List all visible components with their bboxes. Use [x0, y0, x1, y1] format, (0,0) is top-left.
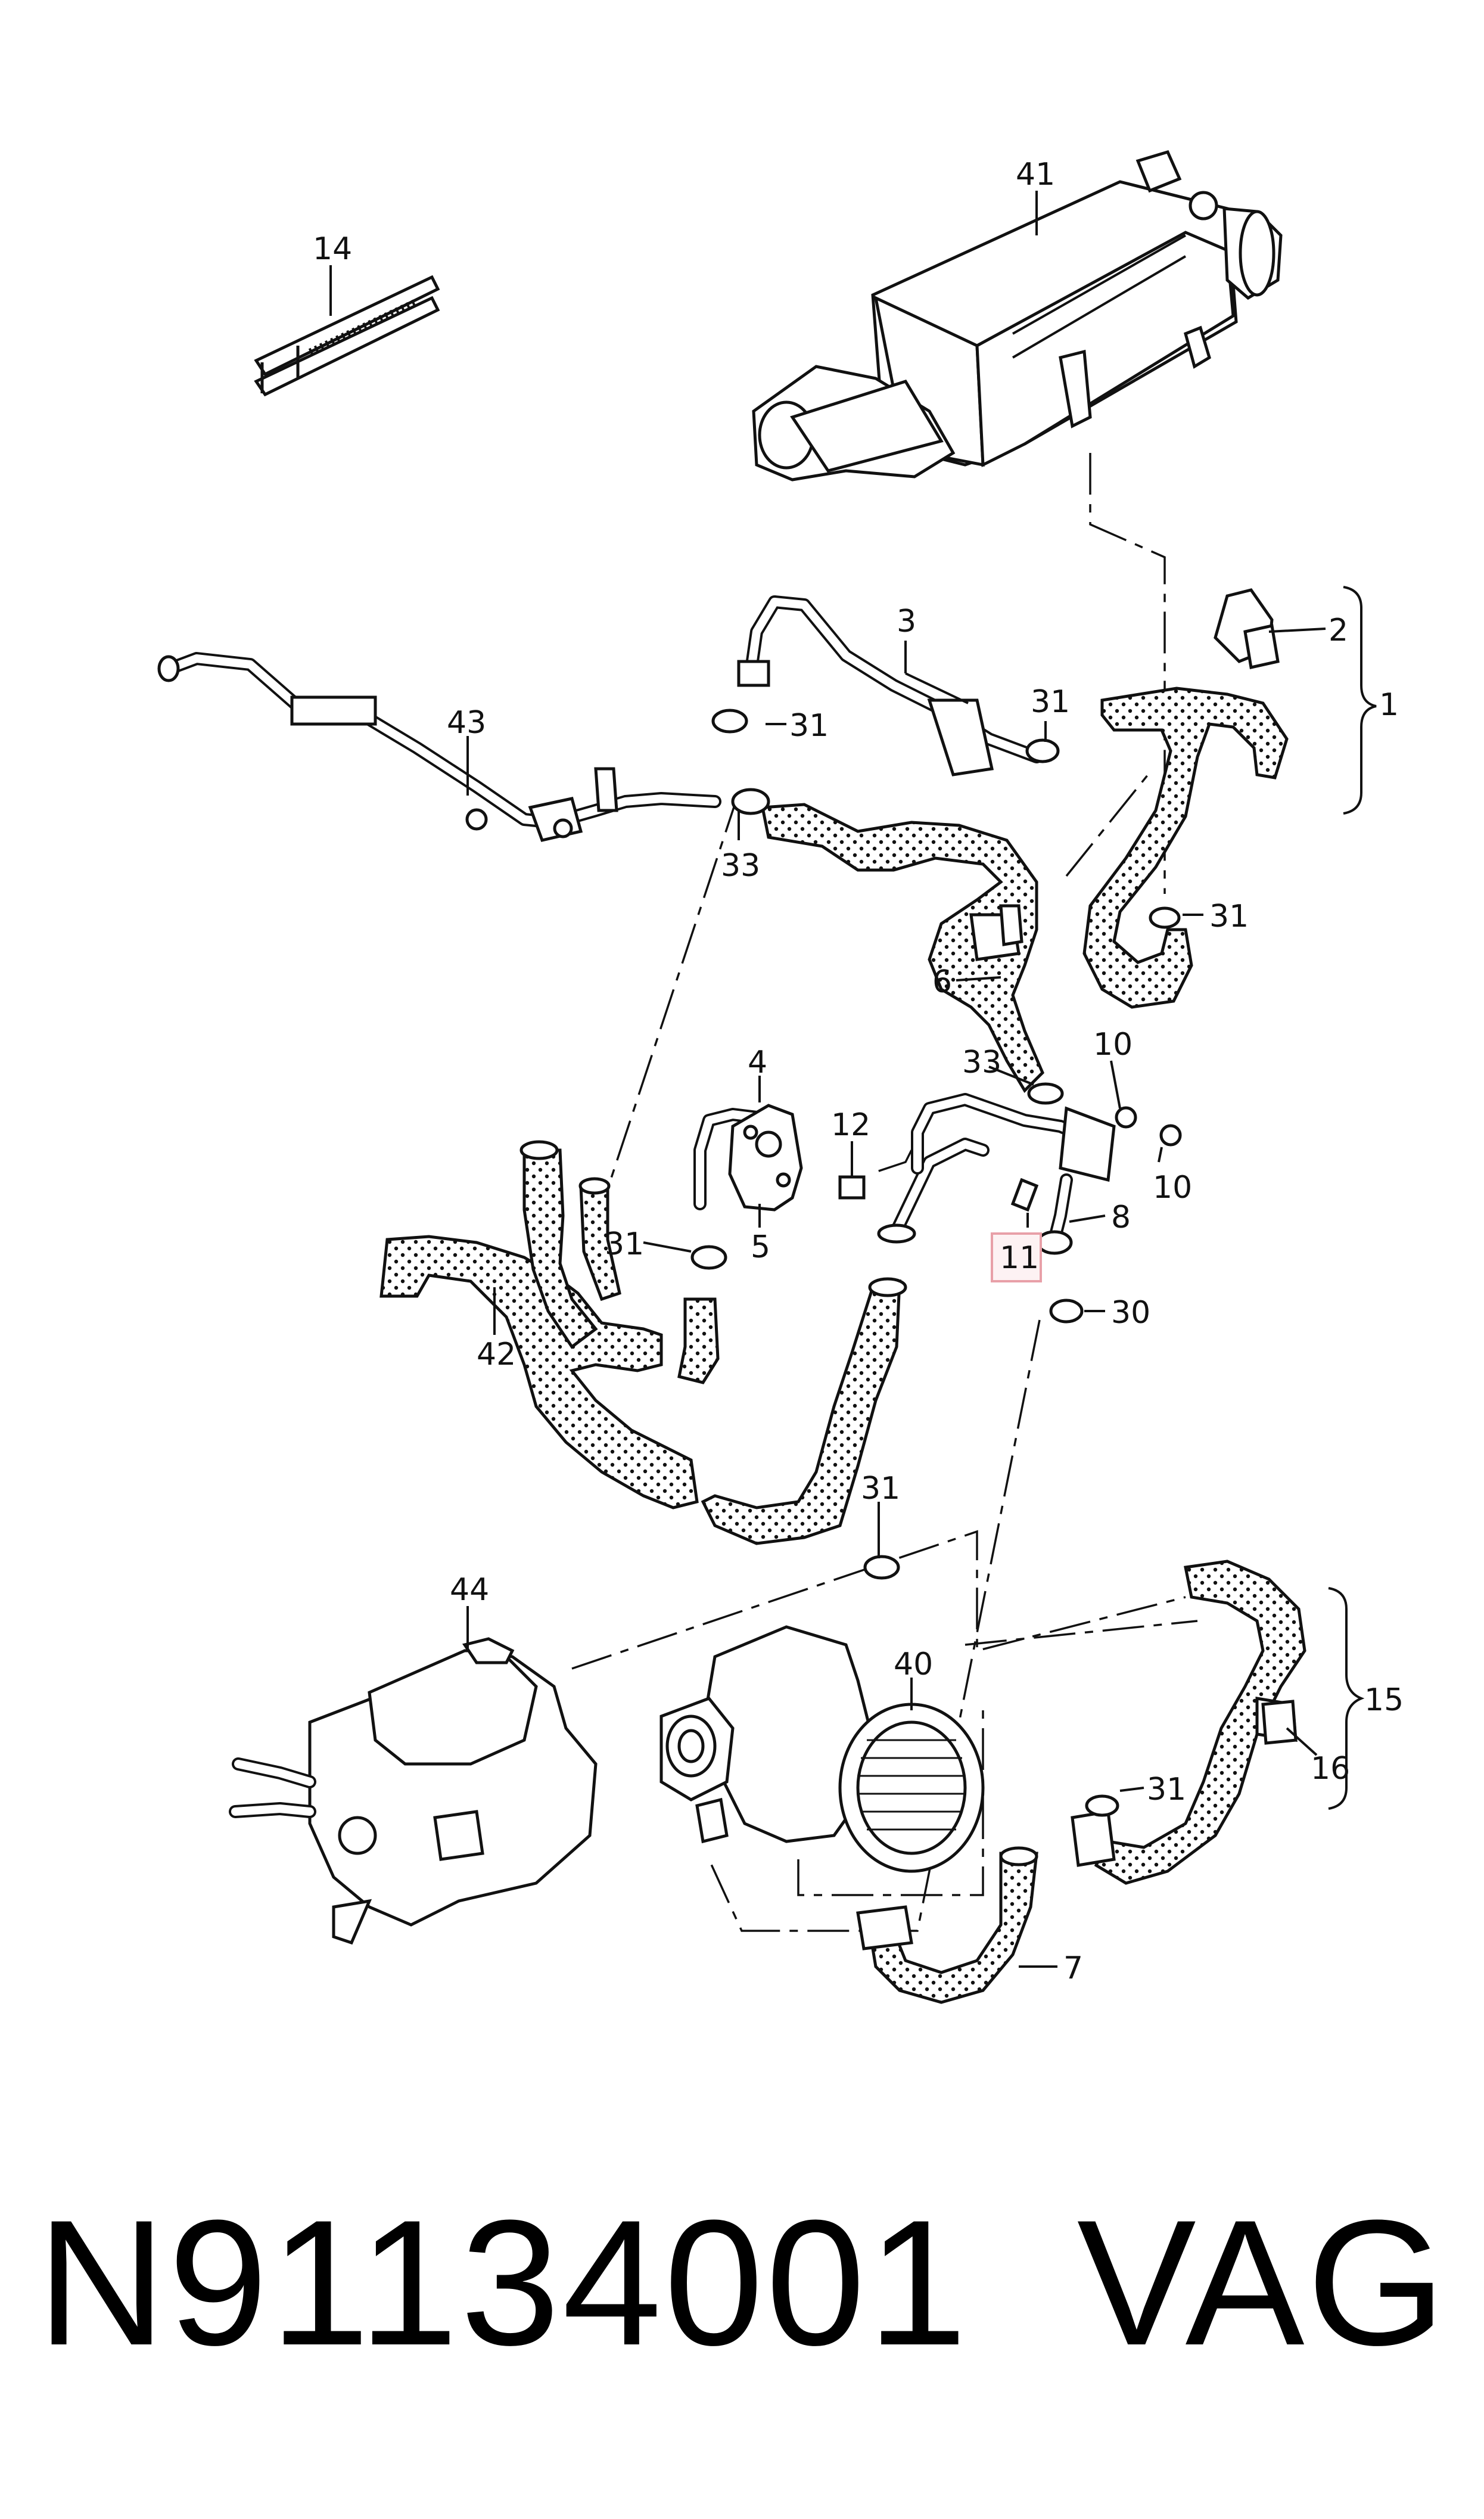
part-43-return-pipe — [157, 652, 721, 842]
bolt-11 — [1010, 1178, 1039, 1212]
part-hose-junction — [701, 1093, 1116, 1545]
callout-31-b: 31 — [1031, 684, 1070, 720]
callout-labels: 41 14 3 2 1 31 31 43 33 31 6 33 10 4 12 … — [313, 157, 1404, 1986]
part-7-hose — [856, 1846, 1038, 2004]
callout-7: 7 — [1063, 1950, 1083, 1986]
callout-16: 16 — [1311, 1751, 1350, 1787]
clamp-31a — [711, 709, 748, 734]
part-42-hose — [379, 1140, 720, 1509]
callout-42: 42 — [477, 1337, 516, 1372]
callout-8: 8 — [1111, 1200, 1131, 1235]
callout-12: 12 — [831, 1107, 870, 1143]
callout-31-c: 31 — [1209, 899, 1249, 934]
callout-15: 15 — [1364, 1682, 1404, 1718]
callout-40: 40 — [894, 1647, 933, 1682]
part-14-cable-duct — [254, 275, 440, 397]
part-number: N91134001 — [37, 2182, 970, 2383]
clamp-31c — [1149, 906, 1181, 929]
callout-11: 11 — [1000, 1240, 1039, 1276]
part-number-footer: N91134001 VAG — [0, 2157, 1484, 2408]
callout-10-b: 10 — [1153, 1170, 1192, 1206]
brand-label: VAG — [1077, 2182, 1448, 2383]
clamp-31f — [1085, 1794, 1119, 1817]
bracket-1 — [1343, 586, 1377, 815]
clamp-33b — [1027, 1082, 1064, 1105]
clamp-31d — [690, 1245, 727, 1270]
part-1-hose — [1082, 588, 1289, 1009]
part-4-flange-pipe — [693, 1104, 803, 1212]
clamp-30 — [1049, 1299, 1084, 1324]
callout-5: 5 — [751, 1229, 770, 1265]
part-40-egr-valve — [659, 1625, 985, 1873]
callout-2: 2 — [1329, 613, 1348, 648]
callout-30: 30 — [1111, 1295, 1150, 1331]
callout-31-f: 31 — [1147, 1772, 1186, 1807]
callout-10-a: 10 — [1093, 1027, 1133, 1063]
callout-14: 14 — [313, 231, 352, 267]
clip-16 — [1261, 1700, 1298, 1745]
callout-31-a: 31 — [789, 708, 829, 744]
part-44-vacuum-pump — [229, 1637, 598, 1945]
callout-33-b: 33 — [962, 1045, 1001, 1080]
part-3-coolant-pipe — [737, 595, 1043, 776]
clamp-31b — [1025, 738, 1060, 763]
clamp-31e — [863, 1555, 900, 1580]
callout-4: 4 — [748, 1045, 767, 1080]
o-ring-10b — [1159, 1124, 1182, 1147]
exploded-parts-diagram: 41 14 3 2 1 31 31 43 33 31 6 33 10 4 12 … — [157, 150, 1404, 2004]
part-6-hose — [760, 803, 1044, 1094]
clamp-33a — [731, 788, 770, 815]
callout-1: 1 — [1379, 687, 1399, 723]
callout-43: 43 — [447, 705, 486, 741]
leader-lines — [329, 191, 1326, 1968]
callout-33-a: 33 — [721, 848, 760, 884]
hose-clamps — [690, 709, 1298, 1817]
callout-44: 44 — [450, 1572, 489, 1608]
callout-31-d: 31 — [605, 1226, 644, 1262]
callout-11-highlight: 11 — [991, 1232, 1042, 1282]
bracket-15 — [1328, 1587, 1365, 1810]
nut-12 — [838, 1175, 866, 1200]
o-ring-10a — [1115, 1106, 1137, 1129]
callout-3: 3 — [897, 604, 916, 639]
callout-41: 41 — [1016, 157, 1055, 192]
callout-31-e: 31 — [861, 1471, 900, 1507]
part-41-egr-cooler — [752, 150, 1283, 482]
callout-6: 6 — [932, 964, 952, 1000]
